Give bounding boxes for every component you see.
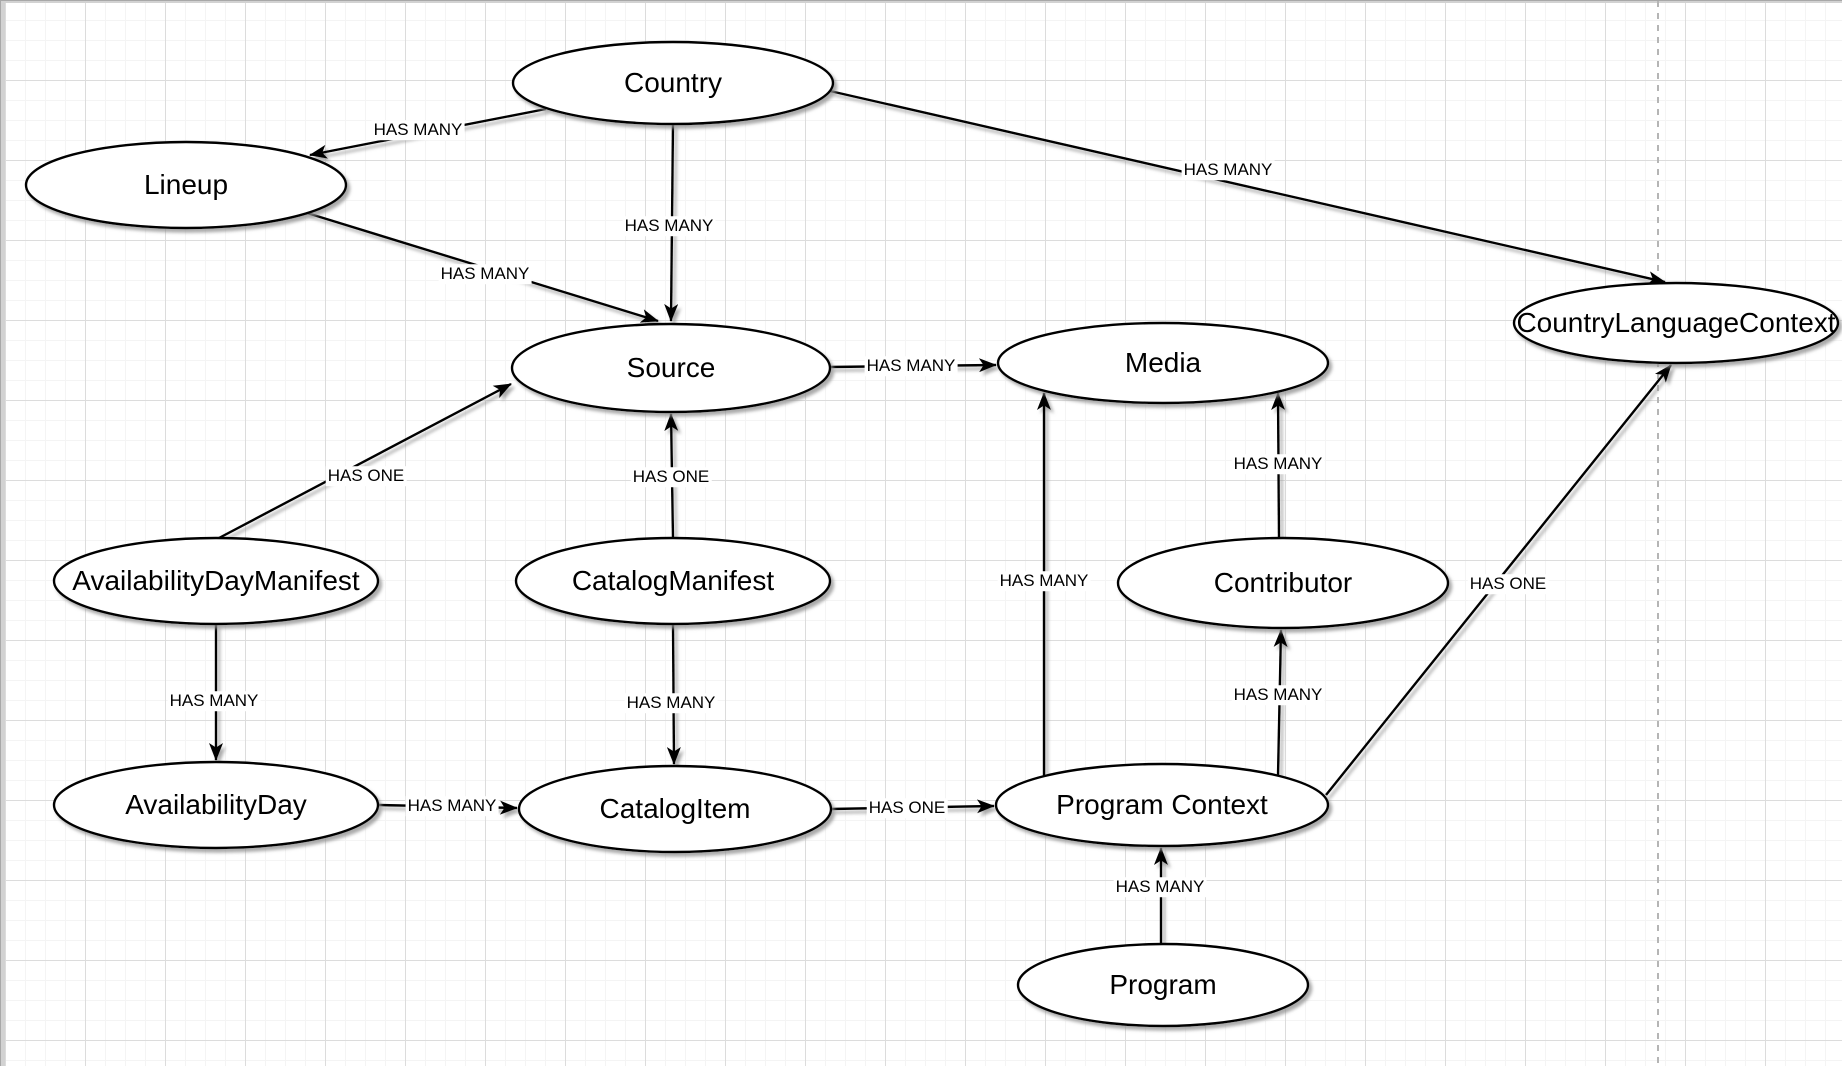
edge-label-availabilitydaymanifest-availabilityday[interactable]: HAS MANY [167,691,261,711]
node-catalogitem[interactable] [517,764,833,854]
node-label-source: Source [626,352,716,383]
edge-label-program-programcontext[interactable]: HAS MANY [1113,877,1207,897]
edge-label-lineup-source[interactable]: HAS MANY [438,264,532,284]
edge-label-country-countrylanguagecontext[interactable]: HAS MANY [1181,160,1275,180]
node-country[interactable] [511,40,835,126]
node-label-countrylanguagecontext: CountryLanguageContext [1516,307,1836,338]
node-program[interactable] [1016,942,1310,1028]
node-countrylanguagecontext[interactable] [1512,281,1840,365]
edge-label-availabilitydaymanifest-source[interactable]: HAS ONE [325,466,407,486]
node-label-country: Country [623,67,723,98]
node-label-catalogmanifest: CatalogManifest [571,565,775,596]
node-lineup[interactable] [24,140,348,230]
edge-label-catalogmanifest-catalogitem[interactable]: HAS MANY [624,693,718,713]
edge-label-programcontext-contributor[interactable]: HAS MANY [1231,685,1325,705]
node-catalogmanifest[interactable] [514,536,832,626]
edge-label-catalogitem-programcontext[interactable]: HAS ONE [866,798,948,818]
node-programcontext[interactable] [994,762,1330,848]
edge-label-contributor-media[interactable]: HAS MANY [1231,454,1325,474]
node-label-programcontext: Program Context [1056,789,1268,820]
edge-label-availabilityday-catalogitem[interactable]: HAS MANY [405,796,499,816]
edge-availabilitydaymanifest-source[interactable] [218,382,512,540]
edge-label-programcontext-countrylanguagecontext[interactable]: HAS ONE [1467,574,1549,594]
node-contributor[interactable] [1116,536,1450,630]
node-availabilitydaymanifest[interactable] [52,536,380,626]
node-label-availabilitydaymanifest: AvailabilityDayManifest [72,565,360,596]
edge-label-programcontext-media[interactable]: HAS MANY [997,571,1091,591]
node-label-catalogitem: CatalogItem [599,793,751,824]
edge-label-country-source[interactable]: HAS MANY [622,216,716,236]
node-label-program: Program [1109,969,1217,1000]
edge-country-countrylanguagecontext[interactable] [829,89,1666,286]
edge-label-source-media[interactable]: HAS MANY [864,356,958,376]
node-media[interactable] [996,321,1330,405]
edge-label-country-lineup[interactable]: HAS MANY [371,120,465,140]
node-availabilityday[interactable] [52,760,380,850]
node-label-contributor: Contributor [1213,567,1353,598]
edge-label-catalogmanifest-source[interactable]: HAS ONE [630,467,712,487]
node-label-lineup: Lineup [143,169,229,200]
node-label-availabilityday: AvailabilityDay [125,789,307,820]
node-label-media: Media [1124,347,1202,378]
node-source[interactable] [510,322,832,414]
